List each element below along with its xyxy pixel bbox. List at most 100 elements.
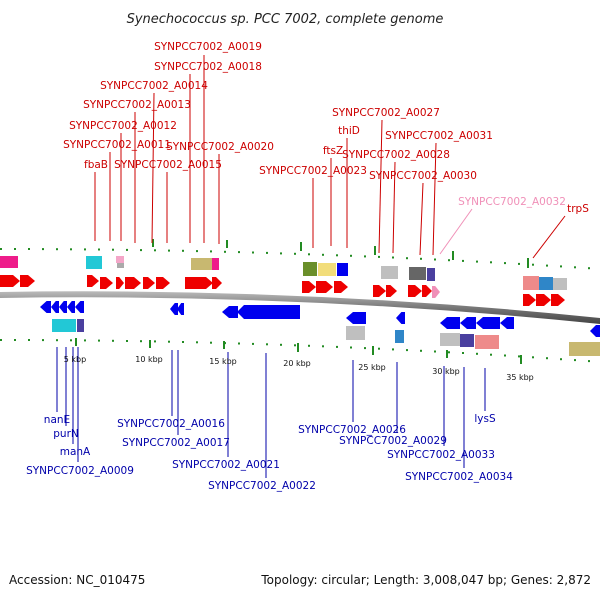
label-mana[interactable]: manA (60, 446, 91, 458)
scale-tick (520, 355, 522, 364)
tick-dot (532, 356, 534, 359)
feature-box-cyan (64, 319, 76, 332)
reverse-gene-arrow (51, 301, 59, 313)
label-ftsz[interactable]: ftsZ (323, 145, 343, 157)
tick-dot (84, 248, 86, 251)
label-synpcc7002-a0021[interactable]: SYNPCC7002_A0021 (172, 459, 280, 471)
feature-box-indigo (460, 334, 474, 347)
label-thid[interactable]: thiD (338, 125, 360, 137)
tick-dot (406, 349, 408, 352)
forward-gene-arrow (551, 294, 565, 306)
scale-tick (226, 240, 228, 248)
tick-dot (364, 255, 366, 258)
tick-dot (490, 261, 492, 264)
tick-dot (14, 339, 16, 341)
tick-dot (56, 339, 58, 342)
tick-dot (84, 339, 86, 342)
reverse-gene-arrow (237, 305, 300, 319)
label-synpcc7002-a0030[interactable]: SYNPCC7002_A0030 (369, 170, 477, 182)
label-purn[interactable]: purN (53, 428, 79, 440)
tick-dot (406, 257, 408, 260)
label-synpcc7002-a0033[interactable]: SYNPCC7002_A0033 (387, 449, 495, 461)
label-synpcc7002-a0019[interactable]: SYNPCC7002_A0019 (154, 41, 262, 53)
tick-dot (238, 251, 240, 254)
tick-dot (280, 343, 282, 346)
forward-gene-arrow (185, 277, 213, 289)
feature-box-steelblue (539, 277, 553, 290)
scale-label-5kbp: 5 kbp (64, 355, 86, 364)
reverse-gene-arrow (75, 301, 84, 313)
label-synpcc7002-a0012[interactable]: SYNPCC7002_A0012 (69, 120, 177, 132)
scale-tick (149, 340, 151, 348)
scale-label-35kbp: 35 kbp (506, 373, 534, 382)
feature-box-olive (569, 342, 600, 356)
feature-box-gray (117, 263, 124, 268)
feature-box-magenta (0, 256, 18, 268)
forward-gene-arrow (156, 277, 170, 289)
tick-dot (308, 253, 310, 256)
leader-line (532, 215, 566, 259)
label-synpcc7002-a0026[interactable]: SYNPCC7002_A0026 (298, 424, 406, 436)
forward-gene-arrow (334, 281, 348, 293)
label-nane[interactable]: nanE (44, 414, 70, 426)
tick-dot (294, 344, 296, 347)
label-synpcc7002-a0034[interactable]: SYNPCC7002_A0034 (405, 471, 513, 483)
scale-label-15kbp: 15 kbp (209, 357, 237, 366)
forward-gene-arrow (316, 281, 333, 293)
tick-dot (252, 251, 254, 254)
reverse-gene-arrow (460, 317, 476, 329)
forward-gene-arrow (422, 285, 432, 297)
tick-dot (266, 343, 268, 346)
scale-tick (152, 239, 154, 247)
label-synpcc7002-a0011[interactable]: SYNPCC7002_A0011 (63, 139, 171, 151)
leader-line (439, 208, 473, 255)
feature-box-green (303, 262, 317, 276)
tick-dot (224, 250, 226, 253)
tick-dot (392, 256, 394, 259)
forward-gene-arrow (536, 294, 551, 306)
pseudo-gene-arrow (432, 286, 440, 298)
label-synpcc7002-a0013[interactable]: SYNPCC7002_A0013 (83, 99, 191, 111)
label-synpcc7002-a0017[interactable]: SYNPCC7002_A0017 (122, 437, 230, 449)
genome-backbone (0, 291, 600, 324)
label-fbab[interactable]: fbaB (84, 159, 108, 171)
label-synpcc7002-a0027[interactable]: SYNPCC7002_A0027 (332, 107, 440, 119)
forward-gene-arrow (20, 275, 35, 287)
tick-dot (126, 340, 128, 342)
tick-dot (490, 353, 492, 356)
label-synpcc7002-a0009[interactable]: SYNPCC7002_A0009 (26, 465, 134, 477)
label-synpcc7002-a0020[interactable]: SYNPCC7002_A0020 (166, 141, 274, 153)
tick-dot (140, 249, 142, 252)
label-synpcc7002-a0029[interactable]: SYNPCC7002_A0029 (339, 435, 447, 447)
label-synpcc7002-a0023[interactable]: SYNPCC7002_A0023 (259, 165, 367, 177)
tick-dot (112, 248, 114, 251)
label-leader-lines (56, 55, 566, 478)
scale-label-10kbp: 10 kbp (135, 355, 163, 364)
label-lyss[interactable]: lysS (474, 413, 496, 425)
feature-box-salmon (523, 276, 539, 290)
tick-dot (56, 248, 58, 251)
label-synpcc7002-a0014[interactable]: SYNPCC7002_A0014 (100, 80, 208, 92)
tick-dot (0, 339, 2, 341)
label-synpcc7002-a0018[interactable]: SYNPCC7002_A0018 (154, 61, 262, 73)
label-synpcc7002-a0022[interactable]: SYNPCC7002_A0022 (208, 480, 316, 492)
tick-dot (168, 249, 170, 252)
label-synpcc7002-a0032[interactable]: SYNPCC7002_A0032 (458, 196, 566, 208)
feature-box-magenta (212, 258, 219, 270)
reverse-gene-arrow (59, 301, 67, 313)
label-synpcc7002-a0016[interactable]: SYNPCC7002_A0016 (117, 418, 225, 430)
tick-dot (252, 342, 254, 345)
tick-dot (378, 347, 380, 350)
forward-gene-arrow (125, 277, 141, 289)
label-synpcc7002-a0015[interactable]: SYNPCC7002_A0015 (114, 159, 222, 171)
feature-box-blue (337, 263, 348, 276)
tick-dot (210, 250, 212, 253)
label-trps[interactable]: trpS (567, 203, 589, 215)
label-synpcc7002-a0028[interactable]: SYNPCC7002_A0028 (342, 149, 450, 161)
tick-dot (518, 262, 520, 265)
tick-dot (462, 259, 464, 262)
label-synpcc7002-a0031[interactable]: SYNPCC7002_A0031 (385, 130, 493, 142)
tick-dot (336, 345, 338, 348)
feature-box-gray (440, 333, 460, 346)
scale-tick (75, 338, 77, 346)
